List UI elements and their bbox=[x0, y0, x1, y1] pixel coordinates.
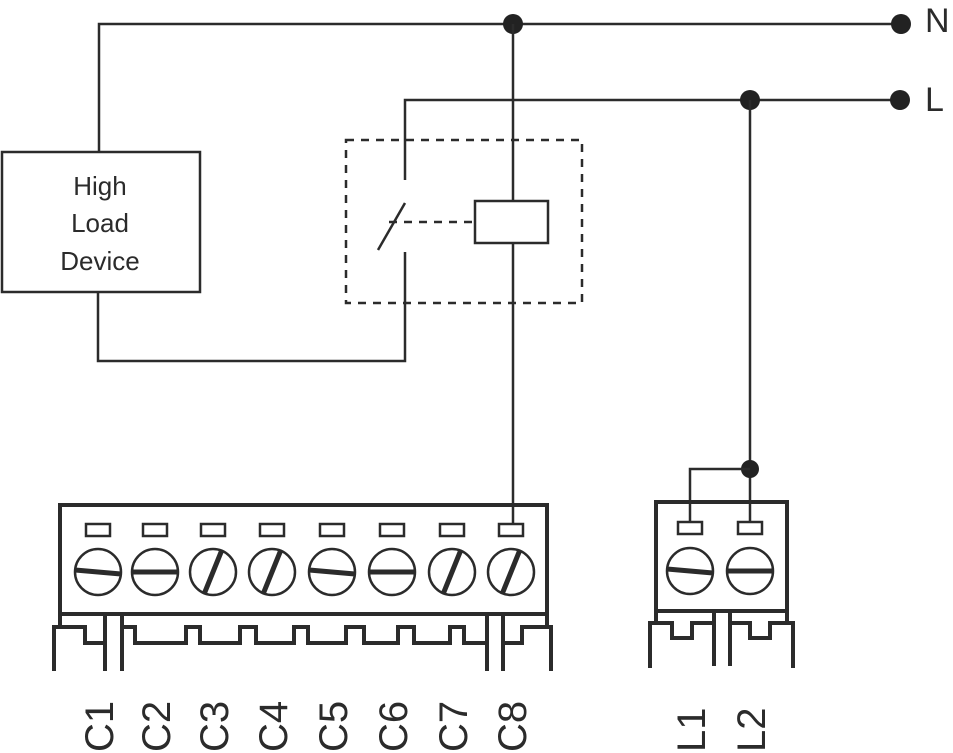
l-terminal-l1[interactable]: L1 bbox=[665, 520, 715, 753]
c-label-c1: C1 bbox=[78, 701, 122, 752]
c-terminal-c2[interactable]: C2 bbox=[130, 522, 180, 752]
l-terminal-l2[interactable]: L2 bbox=[725, 520, 775, 753]
screw-slot-line bbox=[202, 549, 224, 595]
c-terminal-c4[interactable]: C4 bbox=[247, 522, 297, 752]
wire-entry-slot[interactable] bbox=[258, 522, 286, 538]
c-label-c5: C5 bbox=[312, 701, 356, 752]
screw-icon[interactable] bbox=[247, 547, 297, 597]
device-return-wire bbox=[96, 252, 407, 363]
high-load-device: High Load Device bbox=[0, 150, 202, 294]
c-label-c8: C8 bbox=[491, 701, 535, 752]
wire-entry-slot[interactable] bbox=[378, 522, 406, 538]
c-label-c2: C2 bbox=[135, 701, 179, 752]
screw-icon[interactable] bbox=[188, 547, 238, 597]
c-terminal-c6[interactable]: C6 bbox=[367, 522, 417, 752]
relay-enclosure bbox=[344, 138, 584, 305]
c-label-c3: C3 bbox=[193, 701, 237, 752]
c-label-c7: C7 bbox=[432, 701, 476, 752]
c-terminal-c8[interactable]: C8 bbox=[486, 522, 536, 752]
neutral-label: N bbox=[925, 2, 950, 40]
neutral-wire bbox=[97, 22, 900, 152]
l-label-l2: L2 bbox=[730, 708, 774, 753]
wire-entry-slot[interactable] bbox=[497, 522, 525, 538]
l1-bridge-wire bbox=[688, 467, 750, 522]
screw-slot-line bbox=[441, 549, 463, 595]
wire-entry-slot[interactable] bbox=[676, 520, 704, 536]
live-label: L bbox=[925, 81, 944, 119]
screw-slot-line bbox=[74, 567, 122, 577]
screw-icon[interactable] bbox=[427, 547, 477, 597]
relay-switch-contact bbox=[376, 202, 407, 251]
c-terminal-c3[interactable]: C3 bbox=[188, 522, 238, 752]
wire-entry-slot[interactable] bbox=[84, 522, 112, 538]
wire-entry-slot[interactable] bbox=[438, 522, 466, 538]
neutral-terminal-dot[interactable] bbox=[891, 14, 911, 34]
c-terminal-c7[interactable]: C7 bbox=[427, 522, 477, 752]
screw-slot-line bbox=[666, 566, 714, 576]
c-terminal-c5[interactable]: C5 bbox=[307, 522, 357, 752]
wire-entry-slot[interactable] bbox=[199, 522, 227, 538]
device-label-line-1: High bbox=[73, 171, 126, 201]
c-terminal-c1[interactable]: C1 bbox=[73, 522, 123, 752]
screw-slot-line bbox=[261, 549, 283, 595]
relay bbox=[344, 138, 584, 305]
c-label-c4: C4 bbox=[252, 701, 296, 752]
device-label-line-3: Device bbox=[60, 246, 139, 276]
l-label-l1: L1 bbox=[670, 708, 714, 753]
c-label-c6: C6 bbox=[372, 701, 416, 752]
screw-slot-line bbox=[308, 567, 356, 577]
terminal-block-c bbox=[52, 503, 553, 671]
wire-entry-slot[interactable] bbox=[141, 522, 169, 538]
device-label-line-2: Load bbox=[71, 208, 129, 238]
live-wire bbox=[403, 98, 900, 180]
relay-coil bbox=[473, 199, 550, 245]
terminal-block-l bbox=[648, 500, 795, 668]
screw-icon[interactable] bbox=[486, 547, 536, 597]
screw-slot-line bbox=[500, 549, 522, 595]
wire-entry-slot[interactable] bbox=[736, 520, 764, 536]
live-terminal-dot[interactable] bbox=[890, 90, 910, 110]
wire-entry-slot[interactable] bbox=[318, 522, 346, 538]
